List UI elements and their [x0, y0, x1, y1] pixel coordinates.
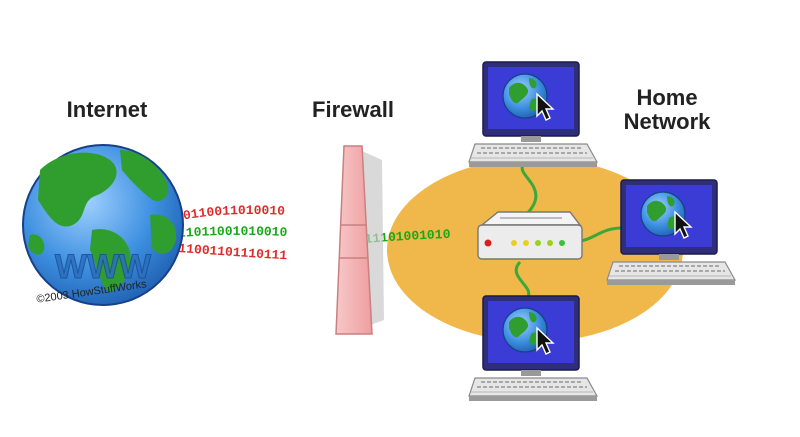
bit-stream-green: 11011001010010: [177, 224, 287, 241]
bit-stream-red-top: 00110011010010: [174, 203, 286, 225]
firewall-icon: [335, 145, 384, 335]
label-firewall: Firewall: [312, 97, 394, 122]
internet-globe-icon: WWW: [22, 144, 184, 306]
computer-top-icon: [469, 62, 597, 167]
router-icon: [477, 211, 583, 260]
cable-top: [519, 161, 538, 222]
label-internet: Internet: [66, 97, 148, 122]
label-home-line2: Network: [623, 109, 711, 134]
computer-right-icon: [607, 180, 735, 285]
computer-bottom-icon: [469, 296, 597, 401]
label-home-network: Home Network: [608, 86, 726, 134]
label-home-line1: Home: [636, 85, 698, 110]
globe-www-text: WWW: [55, 248, 152, 286]
bit-stream-red-bottom: 11001101110111: [178, 241, 288, 263]
